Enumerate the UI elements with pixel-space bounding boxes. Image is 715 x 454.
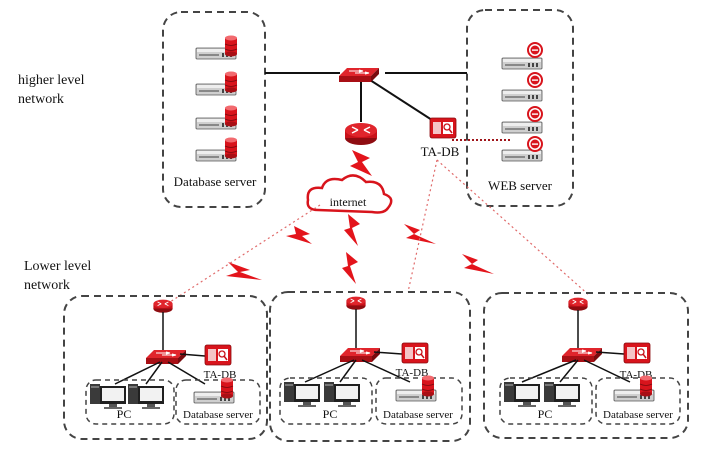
branch-3-pc-group — [499, 377, 593, 425]
internet-label: internet — [330, 195, 367, 209]
branch-2-pc-group — [279, 377, 373, 425]
branch-1-group — [63, 295, 268, 440]
top-database-server-label: Database server — [174, 174, 257, 189]
branch-3-database-server-label: Database server — [603, 409, 673, 421]
top-ta-db-device-icon — [429, 117, 457, 139]
top-ta-db-label: TA-DB — [421, 144, 460, 159]
branch-3-ta-db-device-icon — [623, 342, 651, 364]
branch-3-router-icon — [567, 297, 589, 312]
web-server-group — [466, 9, 574, 207]
pc-icon — [324, 382, 360, 407]
branch-3-db-group — [595, 377, 681, 425]
cloud-icon — [306, 174, 393, 214]
link-core-switch-to-ta-db — [369, 79, 433, 121]
pc-icon — [544, 382, 580, 407]
pc-icon — [90, 384, 126, 409]
web-server-icon — [501, 42, 543, 162]
lightning-bolt-icon — [226, 150, 494, 284]
lower-level-label-line1: Lower level — [24, 259, 91, 274]
pc-icon — [284, 382, 320, 407]
branch-2-router-icon — [345, 296, 367, 311]
branch-2-db-group — [375, 377, 463, 425]
branch-2-group — [269, 291, 471, 442]
branch-3-switch-icon — [561, 347, 603, 363]
branch-1: TA-DB PC Database server — [63, 295, 268, 440]
web-server-label: WEB server — [488, 178, 553, 193]
core-router-icon — [344, 122, 378, 146]
branch-2-ta-db-device-icon — [401, 342, 429, 364]
branch-1-database-server-label: Database server — [183, 409, 253, 421]
higher-level-label-line2: network — [18, 92, 64, 107]
branch-3-group — [483, 292, 689, 439]
branch-1-db-group — [175, 379, 261, 425]
branch-1-router-icon — [152, 299, 174, 314]
pc-icon — [504, 382, 540, 407]
pc-icon — [128, 384, 164, 409]
branch-2-ta-db-label: TA-DB — [396, 367, 429, 379]
database-server-icon — [195, 35, 238, 162]
branch-2-switch-icon — [339, 347, 381, 363]
branch-2-database-server-label: Database server — [383, 409, 453, 421]
lower-level-label-line2: network — [24, 278, 70, 293]
branch-1-pc-group — [85, 379, 175, 425]
higher-level-label-line1: higher level — [18, 73, 85, 88]
branch-1-switch-icon — [145, 349, 187, 365]
branch-3: TA-DB PC Database server — [483, 292, 689, 439]
branch-2-pc-label: PC — [323, 407, 338, 421]
dotted-links — [169, 159, 591, 303]
branch-1-pc-label: PC — [117, 407, 132, 421]
branch-2: TA-DB PC Database server — [269, 291, 471, 442]
core-switch-icon — [338, 67, 380, 83]
branch-1-ta-db-device-icon — [204, 344, 232, 366]
branch-3-pc-label: PC — [538, 407, 553, 421]
database-server-group — [162, 11, 266, 208]
